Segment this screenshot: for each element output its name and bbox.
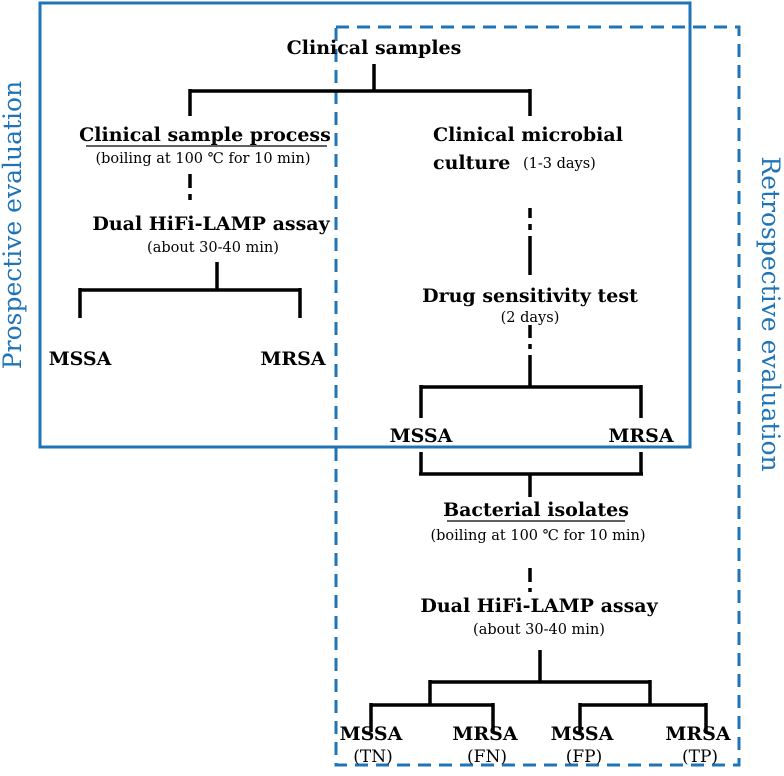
result-4-name: MRSA xyxy=(665,723,731,745)
retrospective-evaluation-label: Retrospective evaluation xyxy=(756,156,784,471)
prospective-evaluation-label: Prospective evaluation xyxy=(0,81,27,369)
drug-sensitivity-test-note: (2 days) xyxy=(501,310,560,326)
clinical-sample-process-title: Clinical sample process xyxy=(79,124,331,146)
retrospective-assay-note: (about 30-40 min) xyxy=(473,622,605,638)
connector-lines xyxy=(78,64,708,732)
result-1-code: (TN) xyxy=(353,747,392,767)
retrospective-assay-title: Dual HiFi-LAMP assay xyxy=(420,595,658,617)
prospective-assay-title: Dual HiFi-LAMP assay xyxy=(92,213,330,235)
result-2-name: MRSA xyxy=(452,723,518,745)
prospective-assay-note: (about 30-40 min) xyxy=(147,240,279,256)
result-4-code: (TP) xyxy=(682,747,718,767)
result-1-name: MSSA xyxy=(340,723,403,745)
result-3-name: MSSA xyxy=(551,723,614,745)
result-3-code: (FP) xyxy=(566,747,603,767)
prospective-mrsa: MRSA xyxy=(260,348,326,370)
bacterial-isolates-title: Bacterial isolates xyxy=(443,499,629,521)
culture-mssa: MSSA xyxy=(390,425,453,447)
clinical-microbial-culture-line2: culture xyxy=(433,152,510,174)
drug-sensitivity-test-title: Drug sensitivity test xyxy=(422,285,638,307)
prospective-frame xyxy=(38,1,692,449)
result-2-code: (FN) xyxy=(467,747,507,767)
culture-mrsa: MRSA xyxy=(608,425,674,447)
clinical-microbial-culture-line1: Clinical microbial xyxy=(433,124,623,146)
clinical-microbial-culture-duration: (1-3 days) xyxy=(523,156,596,172)
clinical-sample-process-note: (boiling at 100 ℃ for 10 min) xyxy=(95,151,310,167)
clinical-samples-title: Clinical samples xyxy=(287,37,462,59)
bacterial-isolates-note: (boiling at 100 ℃ for 10 min) xyxy=(430,528,645,544)
retrospective-frame xyxy=(334,25,741,767)
prospective-mssa: MSSA xyxy=(49,348,112,370)
